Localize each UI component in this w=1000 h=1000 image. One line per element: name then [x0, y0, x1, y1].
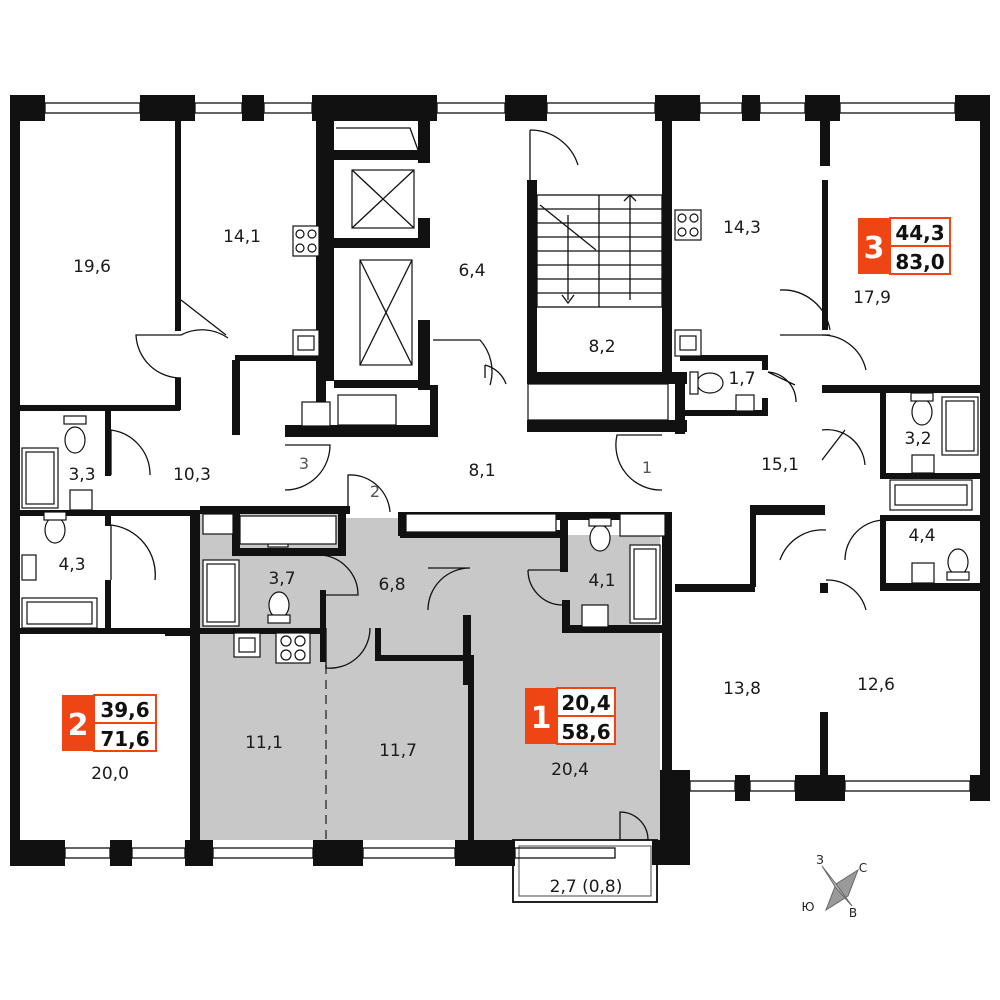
room-area-3-3: 3,3 — [68, 465, 95, 485]
balcony-area: 2,7 (0,8) — [550, 877, 623, 897]
compass-east-label: В — [849, 906, 857, 920]
entrance-3-label: 3 — [299, 454, 309, 473]
fixtures — [21, 209, 979, 664]
svg-text:2: 2 — [68, 708, 89, 743]
room-area-8-2: 8,2 — [588, 337, 615, 357]
compass-north-label: С — [859, 861, 867, 875]
room-area-6-8: 6,8 — [378, 575, 405, 595]
compass-west-label: З — [816, 853, 824, 867]
balcony — [512, 839, 658, 903]
room-area-19-6: 19,6 — [73, 257, 111, 277]
room-area-11-1: 11,1 — [245, 733, 283, 753]
room-area-3-7: 3,7 — [268, 569, 295, 589]
room-area-4-4: 4,4 — [908, 526, 935, 546]
svg-text:83,0: 83,0 — [895, 250, 944, 274]
staircase — [536, 194, 663, 308]
interior-walls — [20, 121, 982, 840]
room-area-11-7: 11,7 — [379, 741, 417, 761]
entrance-2-label: 2 — [370, 482, 380, 501]
entrance-labels: 1 2 3 — [299, 454, 652, 501]
apartment-badge-1[interactable]: 1 20,4 58,6 — [525, 687, 616, 745]
svg-text:71,6: 71,6 — [100, 727, 149, 751]
room-area-12-6: 12,6 — [857, 675, 895, 695]
outer-walls — [10, 95, 990, 866]
room-area-10-3: 10,3 — [173, 465, 211, 485]
apartment-badge-3[interactable]: 3 44,3 83,0 — [858, 217, 951, 275]
svg-text:20,4: 20,4 — [561, 691, 610, 715]
svg-text:44,3: 44,3 — [895, 221, 944, 245]
compass-south-label: Ю — [802, 900, 815, 914]
entrance-1-label: 1 — [642, 458, 652, 477]
room-area-4-3: 4,3 — [58, 555, 85, 575]
room-area-4-1: 4,1 — [588, 571, 615, 591]
room-area-8-1: 8,1 — [468, 461, 495, 481]
svg-text:3: 3 — [864, 231, 885, 266]
room-area-20-0: 20,0 — [91, 764, 129, 784]
svg-text:1: 1 — [531, 701, 552, 736]
room-area-14-3: 14,3 — [723, 218, 761, 238]
elevator-shafts — [336, 127, 419, 366]
room-labels: 19,6 14,1 6,4 8,2 14,3 17,9 3,3 10,3 8,1… — [58, 218, 935, 897]
room-area-14-1: 14,1 — [223, 227, 261, 247]
svg-text:39,6: 39,6 — [100, 698, 149, 722]
svg-text:58,6: 58,6 — [561, 720, 610, 744]
apartment-1-area[interactable] — [200, 512, 660, 840]
room-area-20-4: 20,4 — [551, 760, 589, 780]
room-area-13-8: 13,8 — [723, 679, 761, 699]
room-area-17-9: 17,9 — [853, 288, 891, 308]
room-area-6-4: 6,4 — [458, 261, 485, 281]
compass-icon: С З В Ю — [802, 853, 868, 920]
room-area-1-7: 1,7 — [728, 369, 755, 389]
room-area-15-1: 15,1 — [761, 455, 799, 475]
doors — [110, 129, 886, 841]
room-area-3-2: 3,2 — [904, 429, 931, 449]
apartment-badge-2[interactable]: 2 39,6 71,6 — [62, 694, 157, 752]
